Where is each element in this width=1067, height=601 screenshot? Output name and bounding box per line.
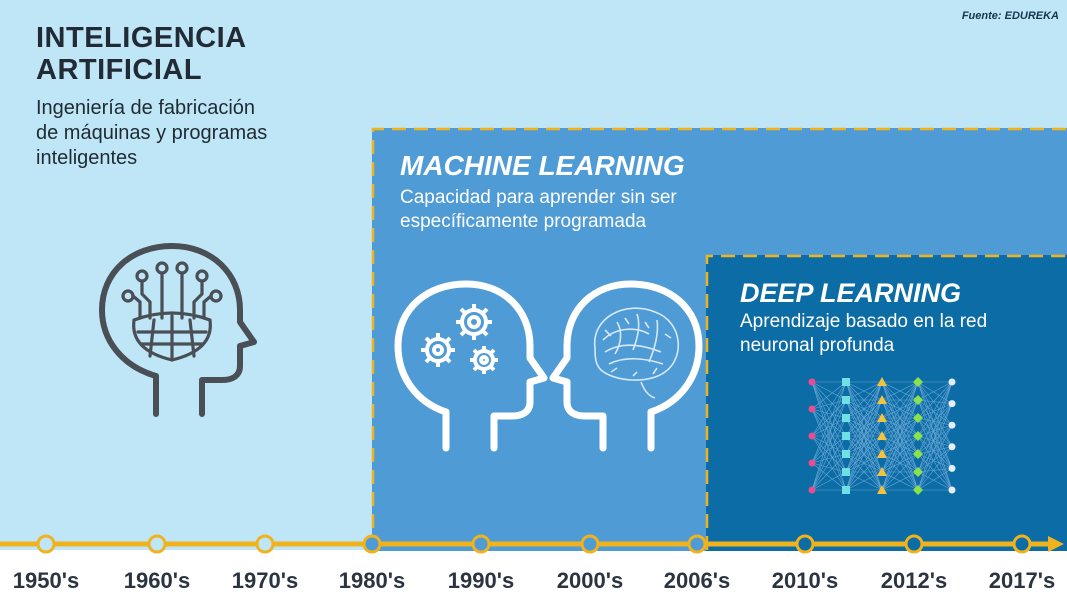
neural-node <box>913 395 923 405</box>
neural-node <box>948 400 956 408</box>
neural-node <box>948 378 956 386</box>
ai-title: INTELIGENCIA ARTIFICIAL <box>36 22 247 86</box>
neural-node <box>877 377 887 386</box>
timeline-year-label: 1970's <box>231 568 299 593</box>
timeline-marker <box>36 534 56 554</box>
neural-network-icon <box>808 377 956 495</box>
neural-node <box>913 431 923 441</box>
neural-node <box>808 378 816 386</box>
neural-node <box>808 486 816 494</box>
timeline <box>0 534 1064 554</box>
ml-desc-line-1: Capacidad para aprender sin ser <box>400 187 677 208</box>
ai-desc-line-2: de máquinas y programas <box>36 122 268 144</box>
ml-desc-line-2: específicamente programada <box>400 211 647 232</box>
timeline-year-label: 2012's <box>880 568 948 593</box>
source-label: Fuente: EDUREKA <box>961 10 1059 22</box>
neural-node <box>808 405 816 413</box>
timeline-marker <box>362 534 382 554</box>
dl-desc-line-2: neuronal profunda <box>740 335 895 356</box>
neural-node <box>877 395 887 404</box>
ml-title: MACHINE LEARNING <box>400 150 685 181</box>
neural-node <box>948 464 956 472</box>
neural-node <box>842 486 850 494</box>
neural-node <box>948 486 956 494</box>
neural-node <box>877 413 887 422</box>
timeline-year-label: 2006's <box>663 568 731 593</box>
timeline-marker <box>1012 534 1032 554</box>
neural-node <box>877 467 887 476</box>
neural-node <box>842 450 850 458</box>
neural-node <box>842 378 850 386</box>
timeline-arrow-icon <box>1048 536 1064 552</box>
neural-node <box>808 432 816 440</box>
ai-desc-line-3: inteligentes <box>36 147 138 169</box>
neural-node <box>948 443 956 451</box>
timeline-marker <box>904 534 924 554</box>
neural-node <box>913 467 923 477</box>
ai-desc-line-1: Ingeniería de fabricación <box>36 97 256 119</box>
timeline-year-label: 1950's <box>12 568 80 593</box>
timeline-year-label: 1980's <box>338 568 406 593</box>
dl-title: DEEP LEARNING <box>740 278 962 308</box>
neural-node <box>877 485 887 494</box>
timeline-year-label: 1960's <box>123 568 191 593</box>
ai-title-line-1: INTELIGENCIA <box>36 22 247 54</box>
neural-node <box>913 377 923 387</box>
timeline-year-labels: 1950's 1960's 1970's 1980's 1990's 2000's 2006… <box>0 566 1067 600</box>
neural-node <box>877 449 887 458</box>
neural-node <box>842 414 850 422</box>
neural-node <box>808 459 816 467</box>
ai-title-line-2: ARTIFICIAL <box>36 54 203 86</box>
timeline-marker <box>471 534 491 554</box>
dl-panel <box>706 255 1067 551</box>
timeline-marker <box>795 534 815 554</box>
dl-desc-line-1: Aprendizaje basado en la red <box>740 311 988 332</box>
neural-node <box>842 396 850 404</box>
timeline-marker <box>580 534 600 554</box>
neural-node <box>842 468 850 476</box>
head-brain-icon <box>549 280 703 452</box>
dl-description: Aprendizaje basado en la red neuronal pr… <box>740 310 987 358</box>
timeline-marker <box>255 534 275 554</box>
timeline-year-label: 2017's <box>988 568 1056 593</box>
ai-head-circuit-icon <box>99 243 257 417</box>
neural-node <box>913 413 923 423</box>
timeline-year-label: 1990's <box>447 568 515 593</box>
head-gears-icon <box>394 280 548 452</box>
timeline-year-label: 2000's <box>556 568 624 593</box>
neural-node <box>877 431 887 440</box>
ml-description: Capacidad para aprender sin ser específi… <box>400 186 677 234</box>
neural-node <box>948 421 956 429</box>
neural-node <box>842 432 850 440</box>
neural-node <box>913 485 923 495</box>
ai-description: Ingeniería de fabricación de máquinas y … <box>36 96 267 171</box>
neural-node <box>913 449 923 459</box>
timeline-marker <box>687 534 707 554</box>
timeline-year-label: 2010's <box>771 568 839 593</box>
timeline-marker <box>147 534 167 554</box>
